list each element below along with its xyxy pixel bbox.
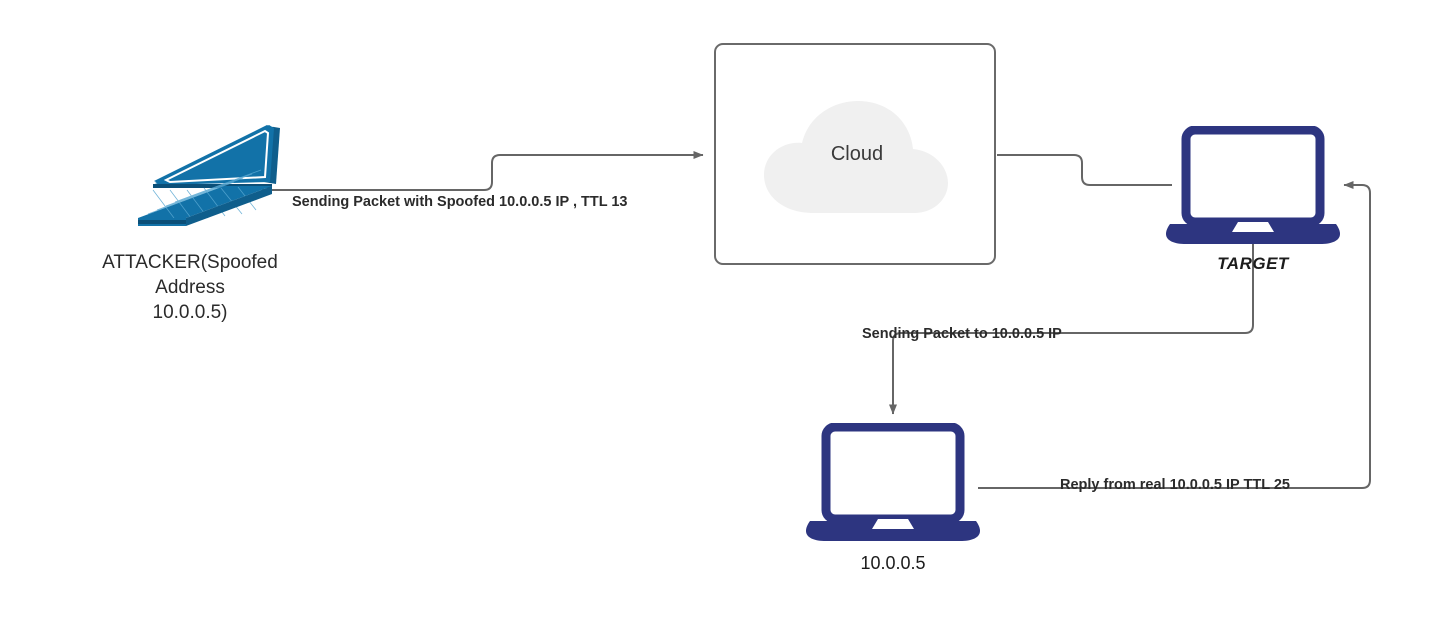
laptop-icon <box>805 423 981 541</box>
edge-cloud-to-target <box>997 154 1172 186</box>
laptop-icon <box>1165 126 1341 244</box>
edge-label-victim-to-target: Reply from real 10.0.0.5 IP TTL 25 <box>1060 477 1290 493</box>
edge-label-attacker-to-cloud: Sending Packet with Spoofed 10.0.0.5 IP … <box>292 194 628 210</box>
victim-label: 10.0.0.5 <box>860 553 926 573</box>
edge-attacker-to-cloud <box>262 151 704 191</box>
cloud-icon <box>764 101 948 213</box>
attacker-label: ATTACKER(Spoofed Address 10.0.0.5) <box>102 252 278 323</box>
edge-victim-to-target <box>978 181 1371 489</box>
target-label: TARGET <box>1217 254 1289 273</box>
cloud-label: Cloud <box>830 143 884 165</box>
node-cloud[interactable]: Cloud <box>714 43 996 265</box>
edge-label-target-to-victim: Sending Packet to 10.0.0.5 IP <box>862 326 1062 342</box>
laptop-isometric-icon <box>138 124 280 226</box>
edge-target-to-victim <box>889 243 1254 415</box>
